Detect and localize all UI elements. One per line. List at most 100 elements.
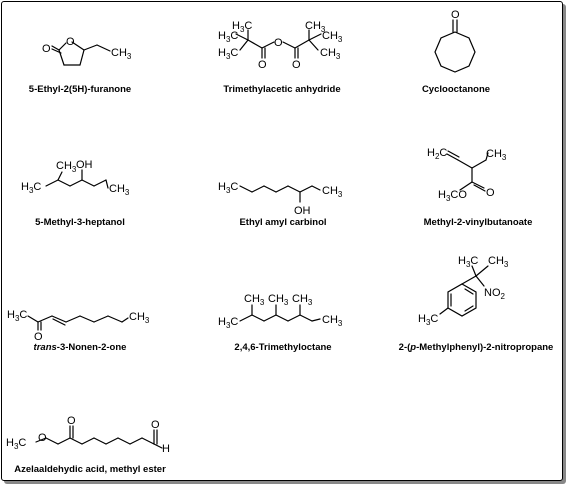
atom-subscript: 3 <box>338 190 343 199</box>
atom-o: O <box>34 331 43 343</box>
svg-text:H3CO: H3CO <box>438 189 467 203</box>
atom-subscript: 3 <box>504 260 509 269</box>
svg-text:H3C: H3C <box>458 255 478 269</box>
atom-c: C <box>244 20 252 32</box>
atom-c: C <box>268 293 276 305</box>
atom-c: C <box>322 30 330 42</box>
structure-methyl-heptanol: H3C CH3 OH CH3 <box>21 159 130 197</box>
compound-name: Ethyl amyl carbinol <box>239 217 327 228</box>
atom-subscript: 3 <box>14 442 19 451</box>
atom-subscript: 3 <box>284 298 289 307</box>
atom-subscript: 3 <box>502 153 507 162</box>
atom-h: H <box>218 30 226 42</box>
atom-h: H <box>427 147 435 159</box>
atom-subscript: 3 <box>72 165 77 174</box>
svg-text:CH3: CH3 <box>305 20 326 34</box>
compound-name: 5-Methyl-3-heptanol <box>35 217 125 228</box>
svg-text:CH3: CH3 <box>292 293 313 307</box>
atom-subscript: 3 <box>127 52 132 61</box>
atom-subscript: 3 <box>125 188 130 197</box>
atom-c: C <box>230 316 238 328</box>
atom-subscript: 3 <box>145 316 150 325</box>
atom-c: C <box>18 437 26 449</box>
svg-text:CH3: CH3 <box>244 293 265 307</box>
atom-c: C <box>450 189 458 201</box>
structure-azelaaldehydic-ester: H3C O O O H <box>6 415 170 455</box>
atom-subscript: 2 <box>501 292 506 301</box>
atom-subscript: 3 <box>226 321 231 330</box>
atom-subscript: 3 <box>15 314 20 323</box>
atom-c: C <box>439 147 447 159</box>
svg-text:CH3: CH3 <box>56 160 77 174</box>
svg-text:H3C: H3C <box>218 181 238 195</box>
atom-c: C <box>292 293 300 305</box>
structure-methyl-vinylbutanoate: H2C CH3 O H3CO <box>427 147 507 203</box>
atom-oh: OH <box>294 205 311 217</box>
structure-trimethyloctane: H3C CH3 CH3 CH3 CH3 <box>218 293 343 330</box>
compound-name: Cyclooctanone <box>421 84 491 95</box>
atom-h: H <box>496 255 504 267</box>
atom-o: O <box>42 43 51 55</box>
atom-subscript: 3 <box>308 298 313 307</box>
atom-oh: OH <box>76 159 93 171</box>
svg-text:H3C: H3C <box>232 20 252 34</box>
atom-c: C <box>230 30 238 42</box>
compound-name-part: 2-( <box>398 342 411 353</box>
atom-o: O <box>292 59 301 71</box>
compound-name: 5-Ethyl-2(5H)-furanone <box>28 84 132 95</box>
svg-text:H3C: H3C <box>218 316 238 330</box>
atom-subscript: 3 <box>336 52 341 61</box>
svg-text:CH3: CH3 <box>322 30 343 44</box>
atom-h: H <box>313 20 321 32</box>
svg-text:H3C: H3C <box>418 313 438 327</box>
svg-text:CH3: CH3 <box>320 47 341 61</box>
svg-text:H3C: H3C <box>218 30 238 44</box>
atom-o: O <box>66 36 75 48</box>
compound-name: Azelaaldehydic acid, methyl ester <box>14 464 166 475</box>
atom-subscript: 3 <box>466 260 471 269</box>
atom-subscript: 3 <box>226 35 231 44</box>
atom-h: H <box>330 314 338 326</box>
svg-text:CH3: CH3 <box>111 47 132 61</box>
atom-c: C <box>430 313 438 325</box>
atom-c: C <box>19 309 27 321</box>
atom-c: C <box>320 47 328 59</box>
atom-h: H <box>438 189 446 201</box>
atom-o: O <box>67 415 76 427</box>
atom-c: C <box>322 314 330 326</box>
compound-name: 2,4,6-Trimethyloctane <box>234 342 332 353</box>
compound-name: Methyl-2-vinylbutanoate <box>423 217 533 228</box>
compound-name-italic: trans <box>33 342 57 353</box>
atom-h: H <box>6 437 14 449</box>
svg-text:H2C: H2C <box>427 147 447 161</box>
atom-subscript: 3 <box>338 319 343 328</box>
atom-h: H <box>21 181 29 193</box>
atom-o: O <box>258 59 267 71</box>
atom-h: H <box>276 293 284 305</box>
svg-text:CH3: CH3 <box>129 311 150 325</box>
atom-c: C <box>109 183 117 195</box>
atom-c: C <box>33 181 41 193</box>
atom-o: O <box>451 9 460 21</box>
atom-c: C <box>230 181 238 193</box>
atom-subscript: 3 <box>338 35 343 44</box>
svg-text:CH3: CH3 <box>268 293 289 307</box>
atom-h: H <box>218 181 226 193</box>
atom-o: O <box>38 432 47 444</box>
atom-c: C <box>488 255 496 267</box>
atom-subscript: 3 <box>260 298 265 307</box>
atom-o: O <box>274 37 283 49</box>
svg-text:CH3: CH3 <box>322 185 343 199</box>
compound-name: trans-3-Nonen-2-one <box>34 342 127 353</box>
svg-text:NO2: NO2 <box>484 287 506 301</box>
atom-h: H <box>137 311 145 323</box>
atom-c: C <box>486 148 494 160</box>
atom-subscript: 3 <box>226 186 231 195</box>
structure-cyclooctanone: O <box>434 9 476 73</box>
atom-h: H <box>232 20 240 32</box>
structure-ethyl-amyl-carbinol: H3C CH3 OH <box>218 181 343 217</box>
atom-h: H <box>119 47 127 59</box>
svg-text:H3C: H3C <box>218 47 238 61</box>
atom-h: H <box>218 47 226 59</box>
